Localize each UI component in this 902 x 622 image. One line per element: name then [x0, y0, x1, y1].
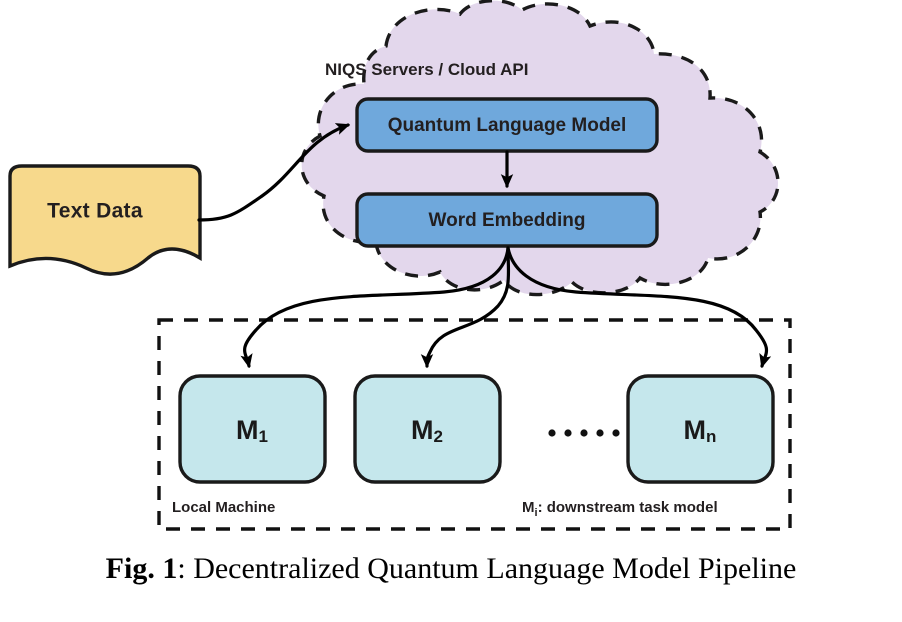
legend-prefix: M [522, 499, 535, 516]
local-machine-region: Local Machine Mi: downstream task model [157, 318, 792, 531]
word-embedding-node[interactable]: Word Embedding [355, 192, 659, 248]
text-data-label: Text Data [47, 200, 143, 223]
quantum-language-model-node[interactable]: Quantum Language Model [355, 97, 659, 153]
model-label-m2: M2 [411, 415, 443, 446]
model-base-mn: M [684, 415, 707, 445]
model-sub-mn: n [706, 427, 716, 446]
text-data-node[interactable]: Text Data [8, 164, 202, 276]
cloud-title-label: NIQS Servers / Cloud API [325, 60, 528, 79]
edge-textdata-to-qlm [197, 123, 351, 222]
quantum-language-model-label: Quantum Language Model [388, 115, 627, 136]
local-machine-label: Local Machine [172, 499, 275, 516]
edge-word-embedding-to-m1 [240, 246, 510, 369]
model-sub-m2: 2 [434, 427, 443, 446]
figure-caption: Fig. 1: Decentralized Quantum Language M… [0, 552, 902, 586]
legend-note: Mi: downstream task model [522, 499, 718, 519]
model-label-m1: M1 [236, 415, 268, 446]
local-machine-boundary [157, 318, 792, 531]
edge-word-embedding-to-m2 [420, 246, 511, 369]
legend-text: : downstream task model [538, 499, 718, 516]
word-embedding-label: Word Embedding [429, 210, 586, 231]
model-base-m1: M [236, 415, 259, 445]
model-box-m1 [178, 374, 327, 484]
text-data-shape [8, 164, 202, 276]
model-label-mn: Mn [684, 415, 717, 446]
caption-prefix: Fig. 1 [105, 552, 178, 585]
ellipsis-dots [548, 429, 620, 437]
caption-text: Decentralized Quantum Language Model Pip… [193, 552, 797, 585]
model-node-m2[interactable]: M2 [353, 374, 502, 484]
model-box-mn [626, 374, 775, 484]
model-node-mn[interactable]: Mn [626, 374, 775, 484]
model-sub-m1: 1 [259, 427, 268, 446]
legend-subscript: i [535, 507, 538, 519]
model-node-m1[interactable]: M1 [178, 374, 327, 484]
model-base-m2: M [411, 415, 434, 445]
edge-word-embedding-to-mn [506, 246, 772, 369]
word-embedding-box [355, 192, 659, 248]
model-box-m2 [353, 374, 502, 484]
caption-separator: : [177, 552, 186, 585]
